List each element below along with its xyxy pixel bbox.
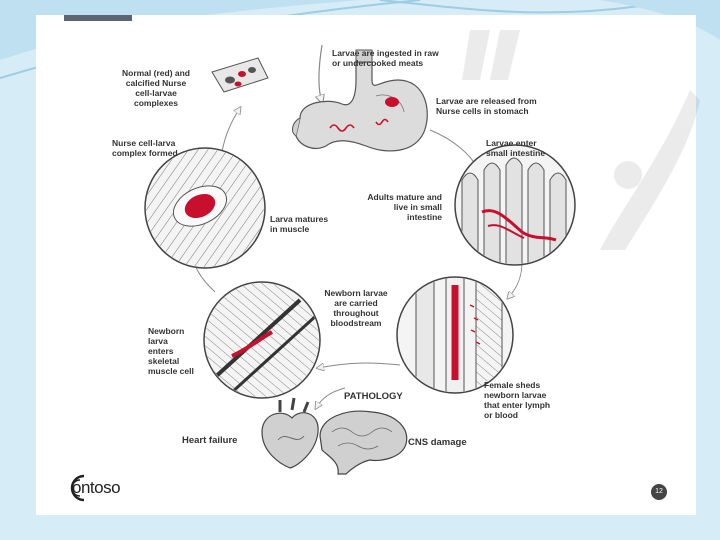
label-larvae-enter-intestine: Larvae enter small intestine (486, 138, 545, 158)
label-female-sheds: Female sheds newborn larvae that enter l… (484, 380, 550, 420)
logo-text: ontoso (72, 478, 120, 498)
label-larvae-ingested: Larvae are ingested in raw or undercooke… (332, 48, 439, 68)
nurse-cell-complexes-illustration (212, 58, 268, 92)
label-heart-failure: Heart failure (182, 436, 237, 446)
intestine-villi-circle (455, 145, 575, 270)
brain-illustration (320, 411, 407, 474)
page-number-badge: 12 (651, 484, 667, 500)
label-cns-damage: CNS damage (408, 438, 467, 448)
label-normal-calcified: Normal (red) and calcified Nurse cell-la… (104, 68, 208, 108)
label-pathology: PATHOLOGY (344, 392, 403, 402)
label-newborn-carried: Newborn larvae are carried throughout bl… (306, 288, 406, 328)
label-larva-matures: Larva matures in muscle (270, 214, 328, 234)
nurse-cell-larva-circle (140, 140, 270, 280)
label-newborn-enters-muscle: Newborn larva enters skeletal muscle cel… (148, 326, 194, 376)
label-larvae-released: Larvae are released from Nurse cells in … (436, 96, 537, 116)
label-adults-mature: Adults mature and live in small intestin… (340, 192, 442, 222)
heart-illustration (262, 398, 318, 468)
label-nurse-complex-formed: Nurse cell-larva complex formed (112, 138, 178, 158)
